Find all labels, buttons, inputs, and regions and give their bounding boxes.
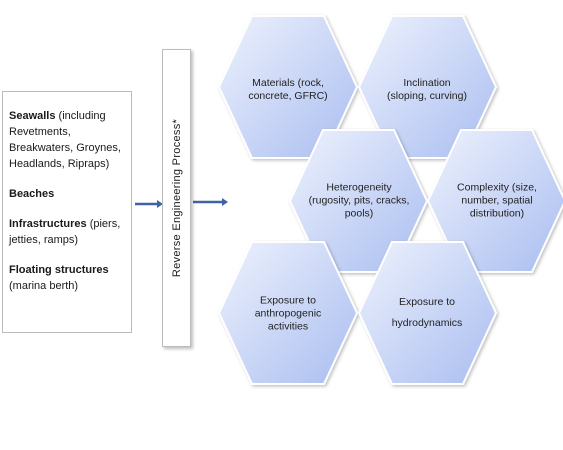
hex-label-materials: Materials (rock, concrete, GFRC) [248, 77, 328, 102]
arrow-to-process [135, 200, 163, 208]
process-box: Reverse Engineering Process* [162, 49, 191, 347]
hex-label-inclination: Inclination (sloping, curving) [387, 77, 467, 102]
hex-label-heterogeneity: Heterogeneity (rugosity, pits, cracks, p… [308, 181, 410, 220]
hex-label-anthropogenic: Exposure to anthropogenic activities [254, 294, 322, 333]
category-seawalls: Seawalls (including Revetments, Breakwat… [9, 110, 121, 170]
category-floating-structures: Floating structures (marina berth) [9, 264, 109, 292]
hex-label-complexity: Complexity (size, number, spatial distri… [457, 181, 537, 220]
hex-complexity [426, 129, 563, 273]
hex-anthropogenic [217, 241, 359, 385]
hex-hydrodynamics [357, 241, 498, 385]
arrow-to-factors [193, 198, 228, 206]
category-infrastructures: Infrastructures (piers, jetties, ramps) [9, 218, 121, 246]
process-label: Reverse Engineering Process* [170, 118, 183, 278]
structure-types-box: Seawalls (including Revetments, Breakwat… [2, 91, 132, 333]
hex-label-hydrodynamics: Exposure to hydrodynamics [391, 296, 463, 329]
category-beaches: Beaches [9, 188, 55, 200]
